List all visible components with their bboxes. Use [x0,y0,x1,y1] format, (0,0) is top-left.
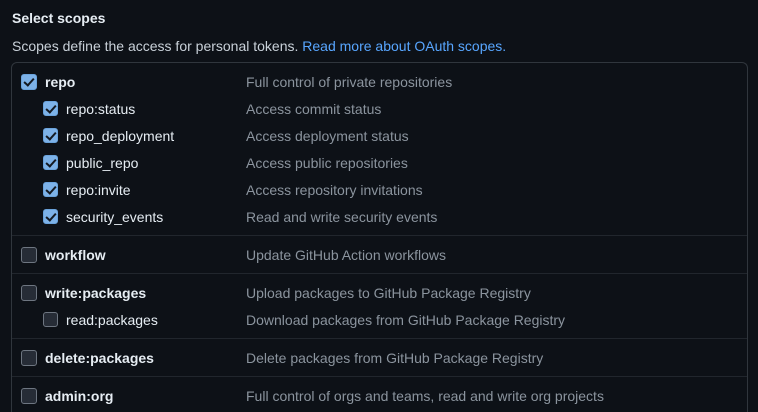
scope-checkbox-repo[interactable] [21,73,37,90]
scope-checkbox-public_repo[interactable] [43,155,58,170]
scope-label-admin:org[interactable]: admin:org [45,387,114,404]
scope-description-read:packages: Download packages from GitHub Package Re… [246,311,566,328]
scope-description-repo:status: Access commit status [246,100,382,117]
scope-description-security_events: Read and write security events [246,208,438,225]
scope-checkbox-write:packages[interactable] [21,284,37,301]
scope-row-repo_deployment: repo_deployment Access deployment status [12,122,747,149]
scope-label-read:packages[interactable]: read:packages [66,311,158,328]
scope-row-security_events: security_events Read and write security e… [12,203,747,230]
scope-checkbox-repo:status[interactable] [43,101,58,116]
scope-section-write:packages: write:packages Upload packages to GitHub … [12,273,747,338]
scope-row-repo:status: repo:status Access commit status [12,95,747,122]
scopes-list: repo Full control of private repositories… [11,62,748,412]
scope-description-repo:invite: Access repository invitations [246,181,423,198]
scope-description-public_repo: Access public repositories [246,154,408,171]
scope-section-repo: repo Full control of private repositories… [12,63,747,235]
page-title: Select scopes [12,10,106,26]
scope-label-delete:packages[interactable]: delete:packages [45,349,154,366]
scope-row-repo:invite: repo:invite Access repository invitations [12,176,747,203]
scope-label-repo[interactable]: repo [45,73,76,90]
scope-row-delete:packages: delete:packages Delete packages from GitH… [12,344,747,371]
scope-label-security_events[interactable]: security_events [66,208,164,225]
scope-label-repo_deployment[interactable]: repo_deployment [66,127,175,144]
scope-checkbox-read:packages[interactable] [43,312,58,327]
scope-row-write:packages: write:packages Upload packages to GitHub … [12,279,747,306]
scope-label-repo:invite[interactable]: repo:invite [66,181,131,198]
scope-checkbox-repo:invite[interactable] [43,182,58,197]
scope-checkbox-delete:packages[interactable] [21,349,37,366]
scope-row-admin:org: admin:org Full control of orgs and teams,… [12,382,747,409]
scope-description-repo_deployment: Access deployment status [246,127,409,144]
oauth-scopes-link[interactable]: Read more about OAuth scopes. [302,38,507,54]
scope-description-admin:org: Full control of orgs and teams, read and… [246,387,604,404]
scope-label-workflow[interactable]: workflow [45,246,106,263]
scope-checkbox-security_events[interactable] [43,209,58,224]
scope-label-repo:status[interactable]: repo:status [66,100,136,117]
scope-row-repo: repo Full control of private repositories [12,68,747,95]
scope-description-write:packages: Upload packages to GitHub Package Regist… [246,284,531,301]
intro-text: Scopes define the access for personal to… [12,38,303,54]
scope-checkbox-repo_deployment[interactable] [43,128,58,143]
scope-label-public_repo[interactable]: public_repo [66,154,139,171]
scope-label-write:packages[interactable]: write:packages [45,284,147,301]
scope-row-workflow: workflow Update GitHub Action workflows [12,241,747,268]
scope-description-repo: Full control of private repositories [246,73,453,90]
scope-checkbox-workflow[interactable] [21,246,37,263]
scope-section-delete:packages: delete:packages Delete packages from GitH… [12,338,747,376]
scope-row-public_repo: public_repo Access public repositories [12,149,747,176]
scope-section-workflow: workflow Update GitHub Action workflows [12,235,747,273]
scope-description-workflow: Update GitHub Action workflows [246,246,446,263]
scope-row-read:packages: read:packages Download packages from GitH… [12,306,747,333]
scope-checkbox-admin:org[interactable] [21,387,37,404]
scopes-intro-text: Scopes define the access for personal to… [11,36,748,56]
scope-description-delete:packages: Delete packages from GitHub Package Regi… [246,349,544,366]
scope-section-admin:org: admin:org Full control of orgs and teams,… [12,376,747,412]
